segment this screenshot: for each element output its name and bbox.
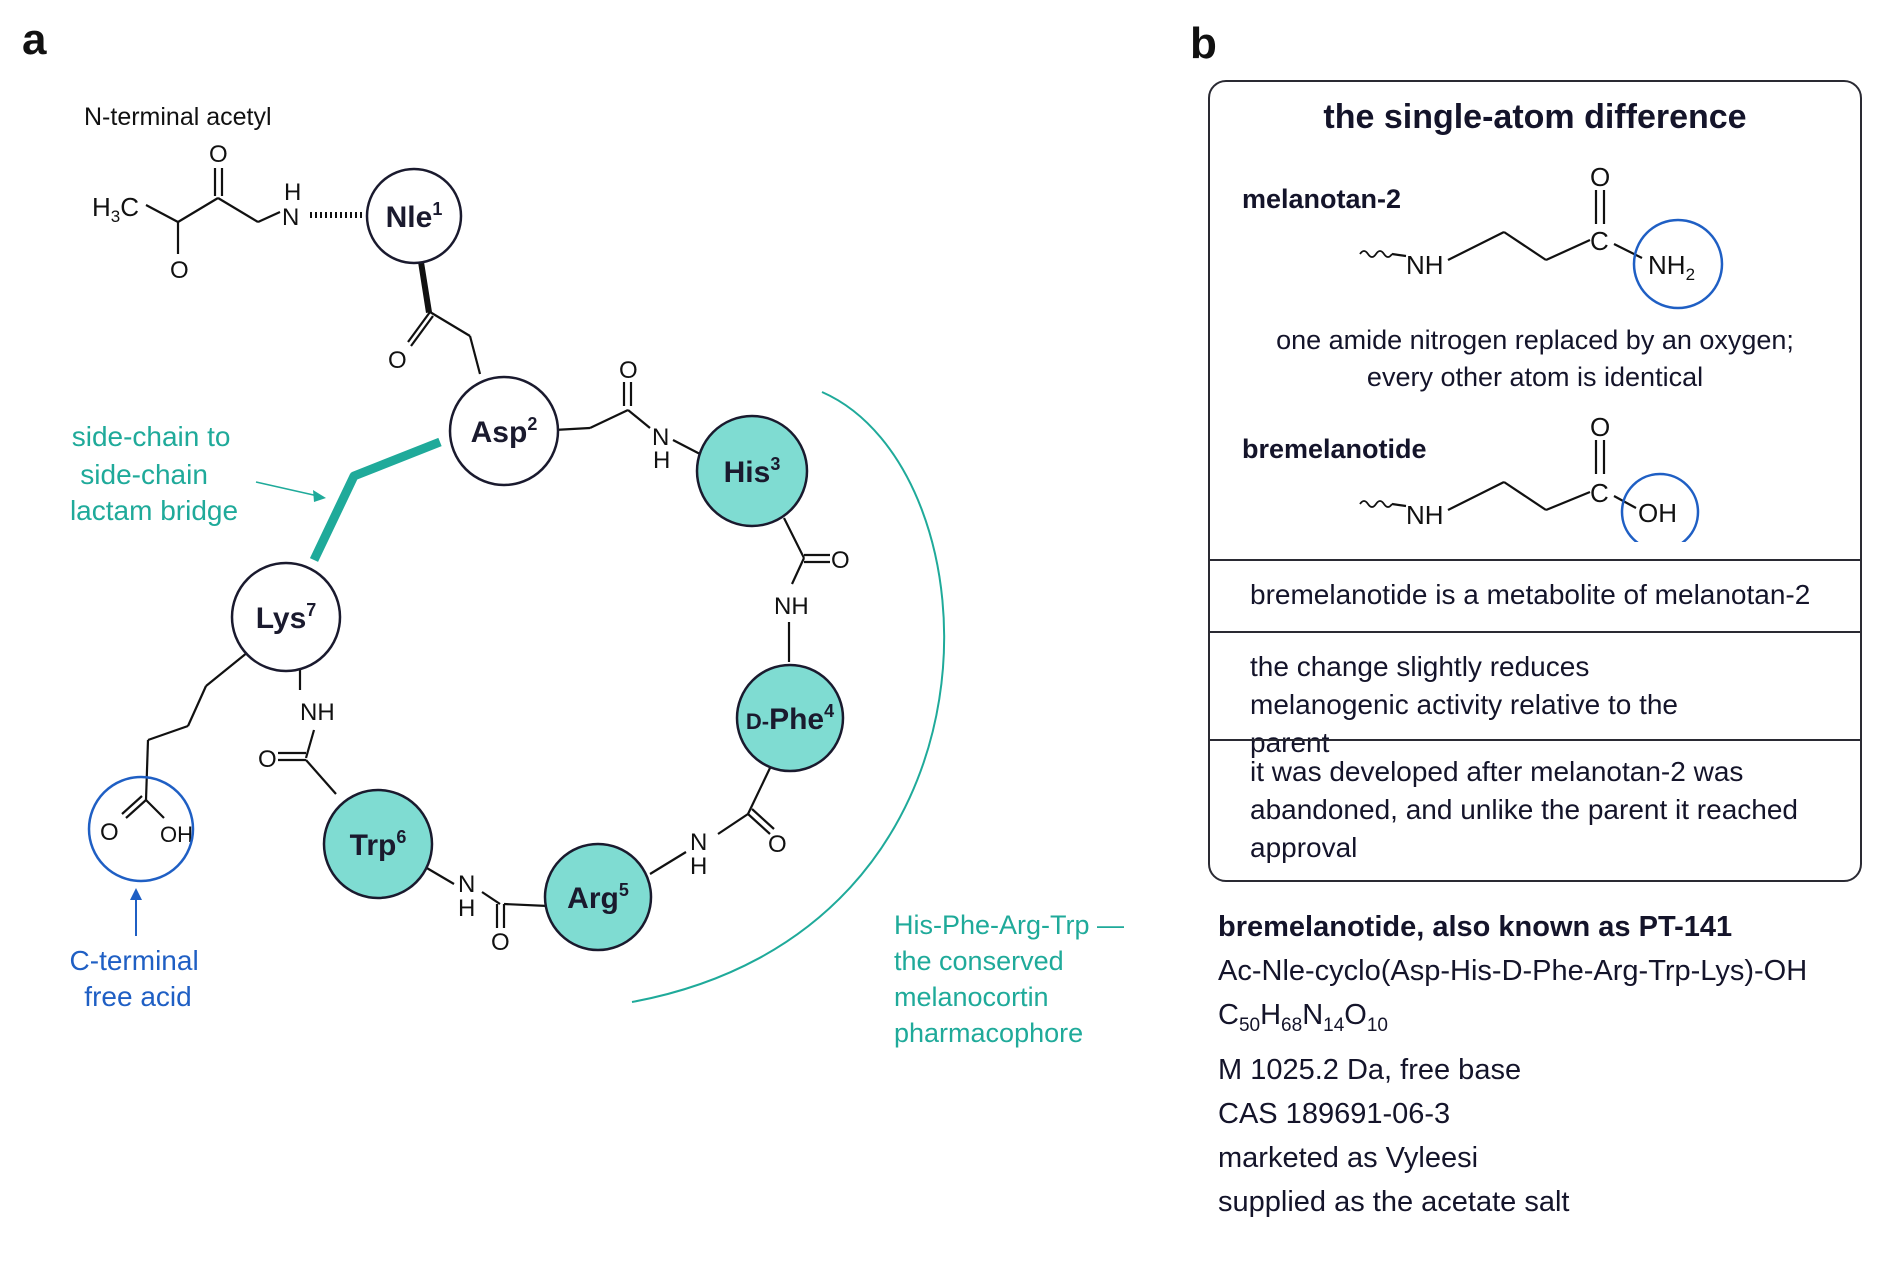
single-atom-difference-panel: the single-atom difference melanotan-2 b… xyxy=(1208,80,1862,882)
marketed-line: marketed as Vyleesi xyxy=(1218,1141,1479,1174)
pt141-oh-atom: OH xyxy=(1638,498,1677,528)
residue-circle xyxy=(543,842,653,952)
oh-highlight-circle xyxy=(1620,472,1700,542)
nle-asp-linkage: O xyxy=(388,262,482,375)
c-terminal-arrowhead xyxy=(130,888,142,900)
c-terminal-highlight-circle xyxy=(87,775,195,883)
trp-nh-n: N xyxy=(458,871,475,898)
residue-label: Asp2 xyxy=(471,414,538,449)
melanotan-2-label: melanotan-2 xyxy=(1242,184,1402,214)
lys-nh: NH xyxy=(300,699,335,726)
oxygen-atom: O xyxy=(170,257,189,284)
statement-row: the change slightly reduces melanogenic … xyxy=(1210,631,1860,758)
phe-carbonyl-oxygen: O xyxy=(768,831,787,858)
arg-nh-h: H xyxy=(690,853,707,880)
cas-line: CAS 189691-06-3 xyxy=(1218,1097,1451,1130)
n-terminal-label: N-terminal acetyl xyxy=(84,103,272,131)
residue-nle: Nle1 xyxy=(365,167,463,265)
carbonyl-oxygen-atom: O xyxy=(209,141,228,168)
residue-circle xyxy=(448,375,560,487)
c-terminal-label: C-terminal free acid xyxy=(70,945,207,1012)
panel-b-title: the single-atom difference xyxy=(1323,98,1747,136)
mt2-nh-atom: NH xyxy=(1406,250,1444,280)
pharmacophore-bracket xyxy=(631,391,946,1003)
h3c-atom: H3C xyxy=(92,192,139,226)
facts-heading: bremelanotide, also known as PT-141 xyxy=(1218,911,1733,943)
bremelanotide-label: bremelanotide xyxy=(1242,434,1427,464)
pharmacophore-label: His-Phe-Arg-Trp — the conserved melanoco… xyxy=(894,910,1132,1048)
lactam-bridge-label: side-chain to side-chain lactam bridge xyxy=(70,421,238,526)
lactam-bridge xyxy=(309,437,442,562)
his-nh-n: N xyxy=(652,424,669,451)
amide-vs-acid-structures: NH C O NH2 NH C O OH xyxy=(1359,162,1724,542)
cterm-oxygen: O xyxy=(100,819,119,846)
mt2-c-atom: C xyxy=(1590,226,1609,256)
trp-nh-h: H xyxy=(458,895,475,922)
difference-description: one amide nitrogen replaced by an oxygen… xyxy=(1276,325,1794,392)
amide-h-atom: H xyxy=(284,179,301,206)
acetyl-group: H3C O O H N xyxy=(92,141,362,284)
pt141-c-atom: C xyxy=(1590,478,1609,508)
pt141-wavy-bond xyxy=(1359,500,1393,508)
pt141-o-atom: O xyxy=(1590,412,1610,442)
mt2-o-atom: O xyxy=(1590,162,1610,192)
arg-carbonyl-oxygen: O xyxy=(491,929,510,956)
cterm-hydroxyl: OH xyxy=(160,822,193,847)
residue-circle xyxy=(230,561,342,673)
residue-label: Lys7 xyxy=(256,600,317,635)
residue-d-phe: D-Phe4 xyxy=(735,663,845,773)
formula-line: C50H68N14O10 xyxy=(1218,999,1388,1036)
lactam-bridge-arrow xyxy=(255,481,319,497)
phe-nh: NH xyxy=(774,593,809,620)
residue-his: His3 xyxy=(695,414,809,528)
residue-trp: Trp6 xyxy=(322,788,434,900)
his-nh-h: H xyxy=(653,447,670,474)
statement-row: it was developed after melanotan-2 was a… xyxy=(1210,739,1860,882)
nle-carbonyl-oxygen: O xyxy=(388,347,407,374)
residue-circle xyxy=(695,414,809,528)
lys-side-chain: O OH xyxy=(100,651,249,847)
residue-circle xyxy=(735,663,845,773)
residue-lys: Lys7 xyxy=(230,561,342,673)
residue-circle xyxy=(322,788,434,900)
ring-backbone: O N H O NH O N H O N H O NH xyxy=(258,357,850,956)
his-carbonyl-oxygen: O xyxy=(831,547,850,574)
residue-label: Arg5 xyxy=(567,880,629,915)
supplied-line: supplied as the acetate salt xyxy=(1218,1185,1570,1218)
statement-row: bremelanotide is a metabolite of melanot… xyxy=(1210,559,1860,631)
lactam-bridge-arrowhead xyxy=(313,490,326,502)
trp-carbonyl-oxygen: O xyxy=(258,746,277,773)
mass-line: M 1025.2 Da, free base xyxy=(1218,1053,1522,1086)
sequence-line: Ac-Nle-cyclo(Asp-His-D-Phe-Arg-Trp-Lys)-… xyxy=(1218,955,1808,987)
pt141-nh-atom: NH xyxy=(1406,500,1444,530)
residue-arg: Arg5 xyxy=(543,842,653,952)
mt2-nh2-atom: NH2 xyxy=(1648,250,1695,284)
panel-a-letter: a xyxy=(22,15,47,64)
arg-nh-n: N xyxy=(690,829,707,856)
amide-n-atom: N xyxy=(282,204,299,231)
residue-circle xyxy=(365,167,463,265)
panel-b-letter: b xyxy=(1190,19,1217,68)
residue-asp: Asp2 xyxy=(448,375,560,487)
asp-carbonyl-oxygen: O xyxy=(619,357,638,384)
compound-facts: bremelanotide, also known as PT-141 Ac-N… xyxy=(1218,905,1807,1224)
mt2-wavy-bond xyxy=(1359,250,1393,258)
nh2-highlight-circle xyxy=(1632,218,1724,310)
residue-label: D-Phe4 xyxy=(746,701,834,736)
